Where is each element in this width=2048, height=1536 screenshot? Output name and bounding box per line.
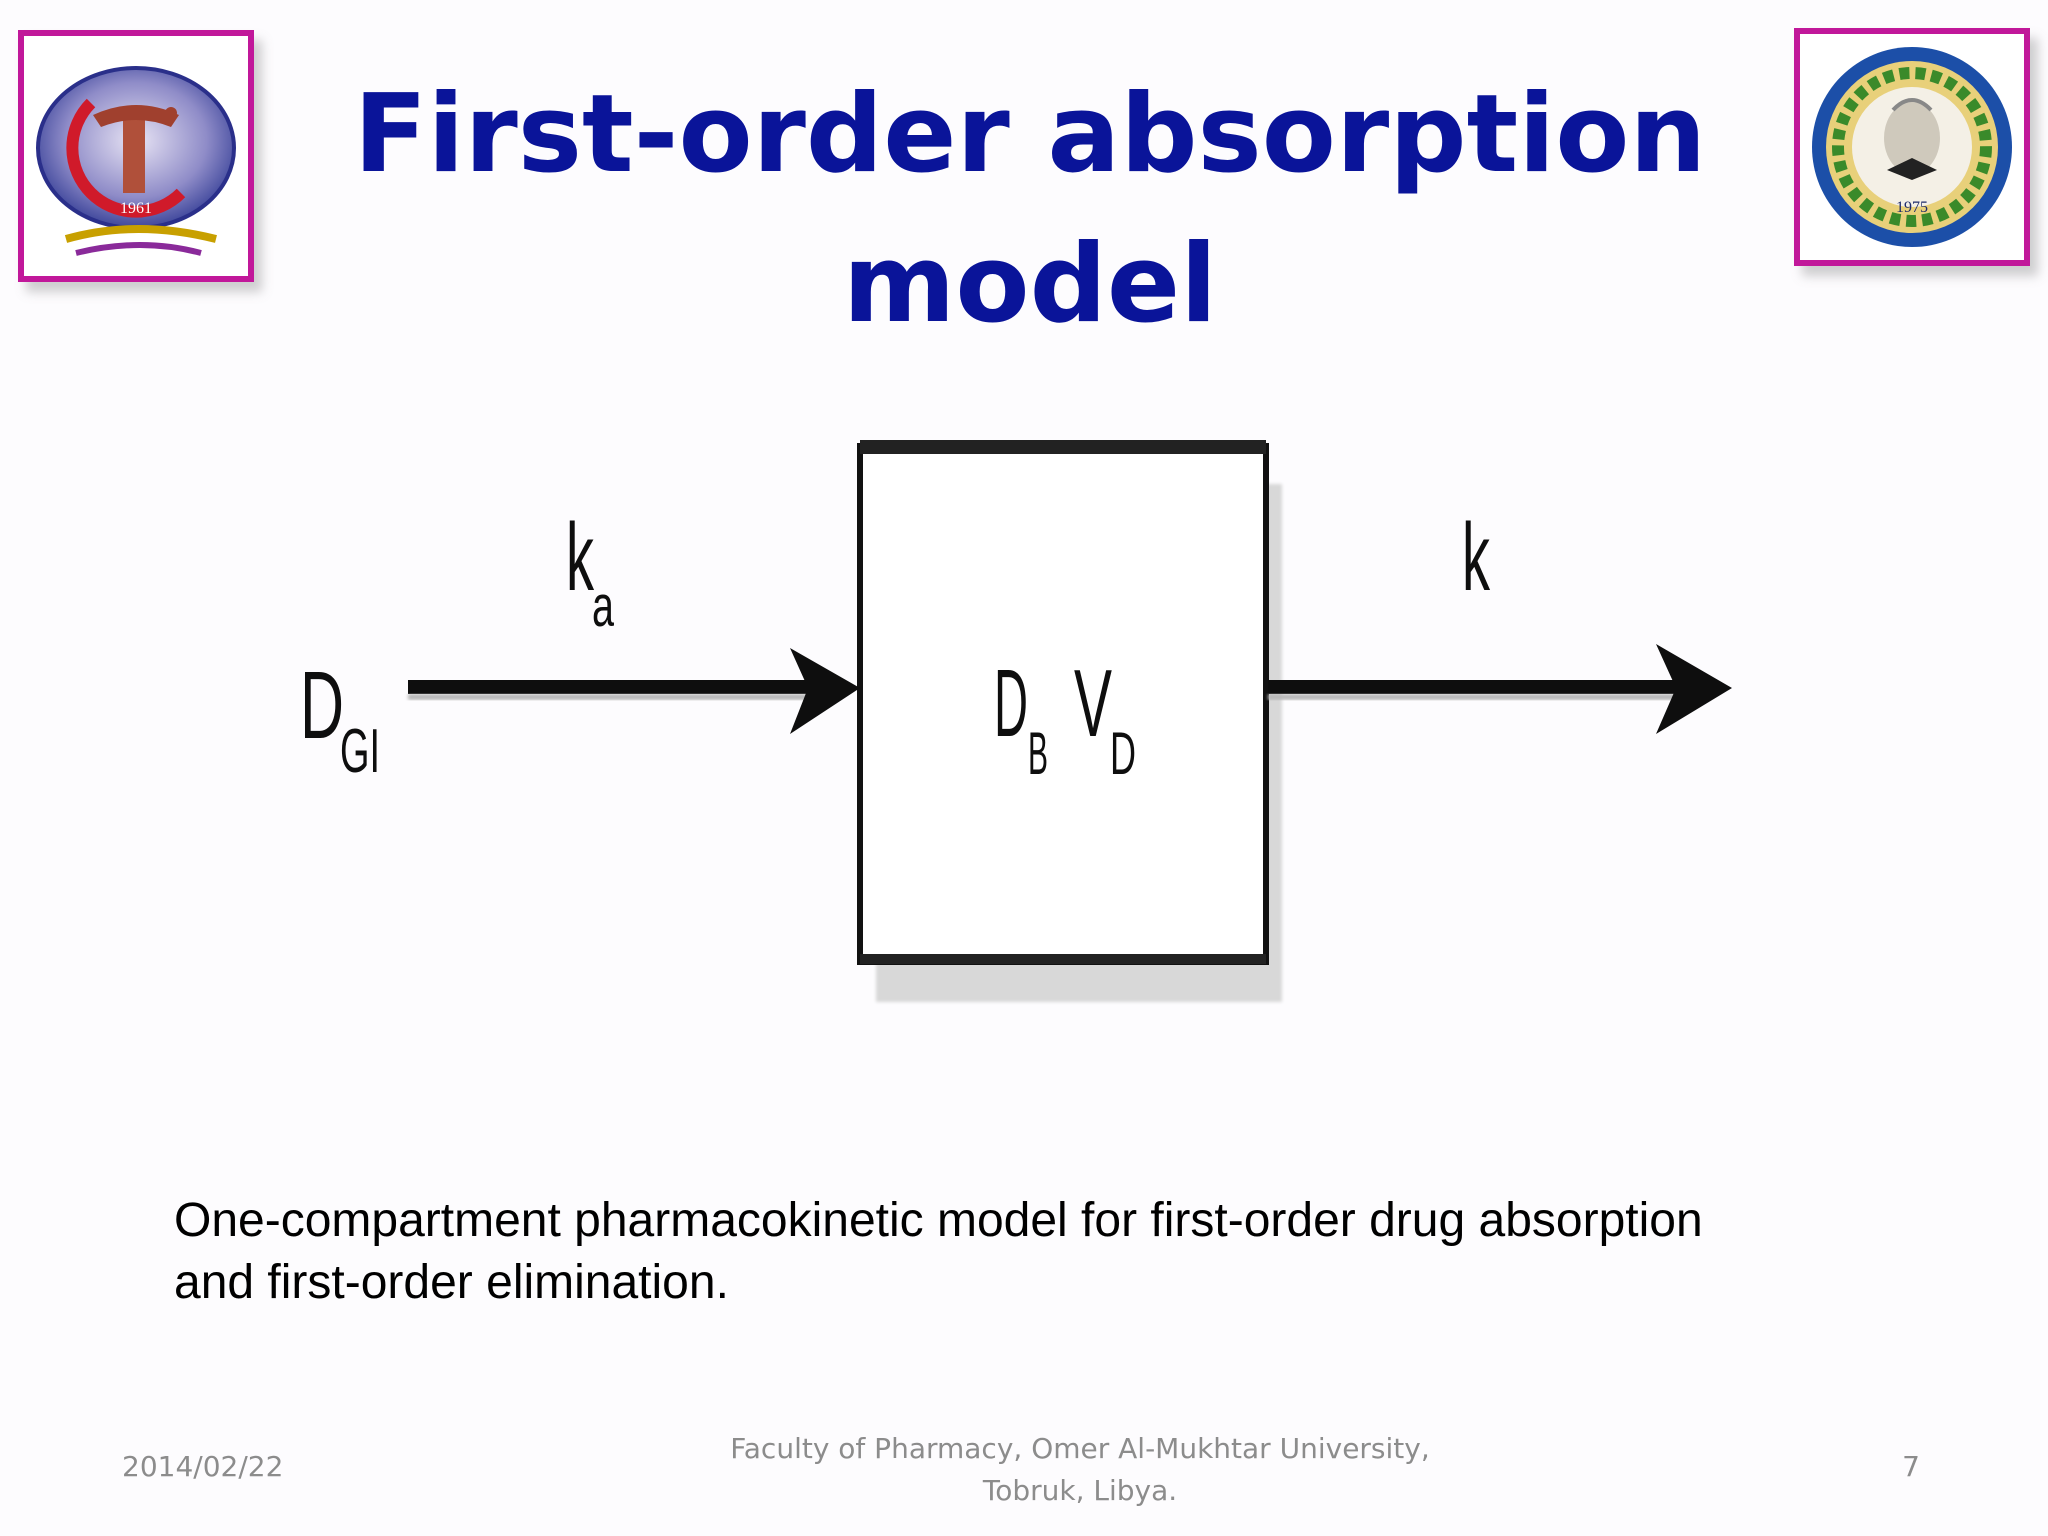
logo-year: 1961 bbox=[120, 200, 152, 217]
slide-title: First-order absorption model bbox=[330, 60, 1730, 360]
absorption-rate-subscript: a bbox=[592, 574, 615, 639]
logo-year: 1975 bbox=[1896, 199, 1928, 216]
absorption-rate-label: k a bbox=[566, 504, 615, 639]
volume-symbol: V bbox=[1074, 650, 1112, 757]
footer-institution: Faculty of Pharmacy, Omer Al-Mukhtar Uni… bbox=[680, 1428, 1480, 1512]
university-seal-icon: 1975 bbox=[1812, 47, 2012, 247]
input-dose-symbol: D bbox=[300, 652, 344, 759]
footer-institution-line-2: Tobruk, Libya. bbox=[982, 1474, 1178, 1507]
caption-line-2: and first-order elimination. bbox=[174, 1256, 729, 1309]
elimination-rate-symbol: k bbox=[1462, 504, 1491, 611]
figure-caption: One-compartment pharmacokinetic model fo… bbox=[174, 1190, 1874, 1314]
absorption-rate-symbol: k bbox=[566, 504, 595, 611]
footer-institution-line-1: Faculty of Pharmacy, Omer Al-Mukhtar Uni… bbox=[730, 1432, 1430, 1465]
compartment-bottom-edge bbox=[860, 954, 1266, 964]
body-compartment bbox=[857, 443, 1269, 965]
input-dose-subscript: GI bbox=[340, 717, 380, 786]
absorption-arrow bbox=[408, 648, 860, 734]
title-line-2: model bbox=[842, 222, 1218, 347]
caption-line-1: One-compartment pharmacokinetic model fo… bbox=[174, 1194, 1703, 1247]
elimination-arrow bbox=[1268, 644, 1732, 734]
slide-number: 7 bbox=[1902, 1450, 1920, 1483]
compartment-top-edge bbox=[860, 440, 1266, 454]
compartment-label: D B V D bbox=[994, 650, 1136, 787]
drug-amount-symbol: D bbox=[994, 650, 1028, 757]
faculty-emblem-icon: 1961 bbox=[36, 66, 236, 256]
footer-date: 2014/02/22 bbox=[122, 1450, 284, 1483]
drug-amount-subscript: B bbox=[1028, 720, 1048, 787]
volume-subscript: D bbox=[1110, 720, 1136, 787]
faculty-logo: 1961 bbox=[18, 30, 254, 282]
input-dose-label: D GI bbox=[300, 652, 380, 786]
elimination-rate-label: k bbox=[1462, 504, 1491, 611]
title-line-1: First-order absorption bbox=[353, 72, 1707, 197]
university-logo: 1975 bbox=[1794, 28, 2030, 266]
